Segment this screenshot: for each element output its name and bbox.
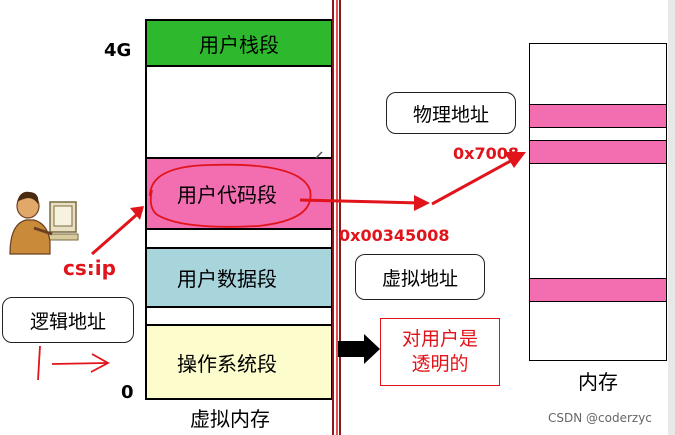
label-0: 0 (121, 382, 134, 403)
segment-os: 操作系统段 (145, 324, 333, 400)
virtual-address-value: 0x00345008 (339, 226, 450, 245)
logical-address-bubble: 逻辑地址 (2, 297, 134, 343)
handdrawn-arrow-icon (37, 345, 110, 381)
physical-memory-block-1 (530, 104, 666, 128)
physical-address-value: 0x7008 (453, 144, 519, 163)
person-at-computer-icon (4, 184, 80, 256)
right-edge-bar (668, 0, 675, 435)
physical-address-bubble: 物理地址 (386, 92, 516, 134)
virtual-to-physical-arrow (431, 156, 517, 206)
logical-address-value: cs:ip (63, 256, 116, 280)
physical-address-caption: 物理地址 (412, 103, 489, 126)
logical-to-code-arrow (91, 208, 143, 256)
segment-user-data: 用户数据段 (145, 247, 333, 308)
transparency-note-text: 对用户是 透明的 (401, 328, 478, 375)
virtual-address-caption: 虚拟地址 (381, 267, 458, 290)
label-4g: 4G (104, 40, 132, 61)
virtual-memory-caption: 虚拟内存 (190, 407, 270, 431)
segment-user-stack-label: 用户栈段 (199, 32, 279, 57)
virtual-address-bubble: 虚拟地址 (355, 254, 485, 300)
physical-memory-block-target (530, 140, 666, 164)
physical-memory-column (529, 43, 667, 361)
segment-user-data-label: 用户数据段 (177, 267, 277, 291)
code-to-virtual-arrow (299, 198, 421, 205)
transparency-note: 对用户是 透明的 (380, 318, 500, 386)
logical-address-caption: 逻辑地址 (29, 310, 106, 333)
transparent-arrow-icon (338, 334, 380, 364)
code-segment-circle (149, 163, 312, 228)
segment-user-stack: 用户栈段 (145, 19, 333, 67)
segment-user-code-label: 用户代码段 (177, 183, 277, 207)
watermark: CSDN @coderzyc (548, 411, 652, 425)
physical-memory-block-3 (530, 278, 666, 302)
physical-memory-caption: 内存 (578, 370, 618, 394)
segment-os-label: 操作系统段 (177, 351, 277, 376)
